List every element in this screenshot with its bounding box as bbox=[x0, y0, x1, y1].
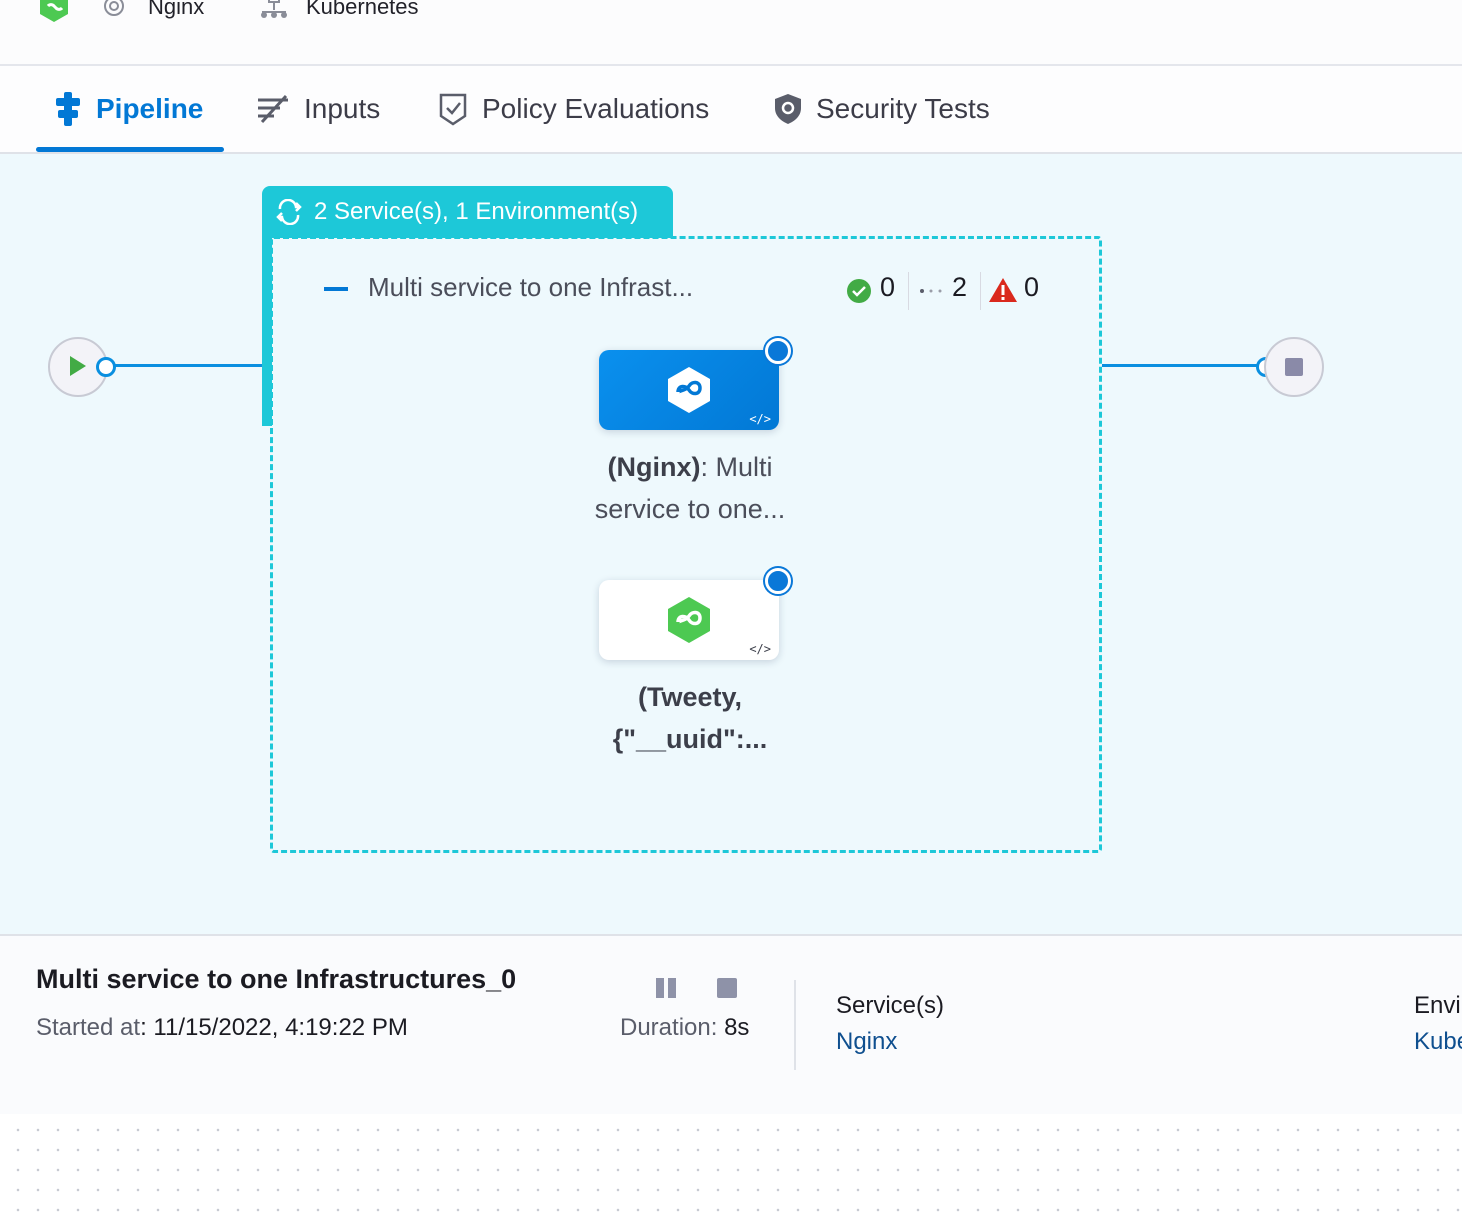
gear-icon bbox=[104, 0, 124, 16]
pipeline-icon bbox=[56, 92, 80, 126]
cluster-icon bbox=[261, 0, 287, 18]
pause-icon[interactable] bbox=[656, 978, 664, 998]
end-connector bbox=[1102, 364, 1262, 367]
inputs-icon bbox=[258, 94, 288, 124]
step-node-tweety[interactable]: </> bbox=[599, 580, 779, 660]
tab-policy-evaluations[interactable]: Policy Evaluations bbox=[438, 66, 709, 152]
code-icon: </> bbox=[749, 642, 771, 656]
breadcrumb-deployment-type[interactable]: Kubernetes bbox=[306, 0, 419, 19]
success-count: 0 bbox=[880, 272, 896, 302]
stage-title: Multi service to one Infrastructures_0 bbox=[36, 964, 517, 994]
tab-inputs-label: Inputs bbox=[304, 93, 381, 124]
tab-security-tests[interactable]: Security Tests bbox=[774, 66, 990, 152]
end-node[interactable] bbox=[1264, 337, 1324, 397]
running-dots-icon bbox=[920, 289, 942, 293]
success-check-icon bbox=[847, 279, 871, 303]
execution-tabs: Pipeline Inputs Policy Evaluations Secur… bbox=[0, 66, 1462, 154]
play-icon bbox=[70, 356, 86, 376]
pause-icon[interactable] bbox=[668, 978, 676, 998]
details-divider bbox=[794, 980, 796, 1070]
duration: Duration: 8s bbox=[620, 1014, 750, 1041]
active-tab-indicator bbox=[36, 147, 224, 152]
shield-icon bbox=[775, 94, 801, 124]
service-hexagon-icon bbox=[40, 0, 68, 22]
stop-icon bbox=[1285, 358, 1303, 376]
service-hexagon-icon bbox=[668, 597, 710, 643]
pipeline-canvas[interactable] bbox=[0, 154, 1462, 934]
warning-icon bbox=[989, 278, 1017, 302]
tab-security-tests-label: Security Tests bbox=[816, 93, 990, 124]
environment-link[interactable]: Kube bbox=[1414, 1028, 1462, 1055]
matrix-group-container bbox=[270, 236, 1102, 853]
matrix-group-header[interactable]: 2 Service(s), 1 Environment(s) bbox=[262, 186, 673, 238]
loop-icon bbox=[276, 199, 302, 225]
tab-policy-evaluations-label: Policy Evaluations bbox=[482, 93, 710, 124]
collapse-icon[interactable] bbox=[324, 287, 348, 291]
step-label-tweety: (Tweety, {"__uuid":... bbox=[612, 682, 768, 754]
tab-pipeline[interactable]: Pipeline bbox=[54, 66, 203, 152]
environment-label: Envi bbox=[1414, 992, 1461, 1019]
count-separator bbox=[980, 272, 981, 310]
top-breadcrumb-bar: Nginx Kubernetes bbox=[0, 0, 1462, 66]
step-status-indicator bbox=[765, 338, 791, 364]
tab-pipeline-label: Pipeline bbox=[96, 93, 204, 124]
started-at: Started at: 11/15/2022, 4:19:22 PM bbox=[36, 1014, 408, 1041]
policy-check-icon bbox=[439, 93, 467, 126]
count-separator bbox=[908, 272, 909, 310]
start-connector bbox=[114, 364, 264, 367]
services-label: Service(s) bbox=[836, 992, 945, 1019]
stop-icon[interactable] bbox=[717, 978, 737, 998]
dotted-canvas-background bbox=[0, 1114, 1462, 1228]
start-port bbox=[96, 357, 116, 377]
stage-details-panel: Multi service to one Infrastructures_0 S… bbox=[0, 934, 1462, 1116]
code-icon: </> bbox=[749, 412, 771, 426]
step-status-indicator bbox=[765, 568, 791, 594]
failed-count: 0 bbox=[1024, 272, 1040, 302]
matrix-group-label: 2 Service(s), 1 Environment(s) bbox=[314, 198, 639, 225]
services-link[interactable]: Nginx bbox=[836, 1028, 898, 1055]
stage-name: Multi service to one Infrast... bbox=[368, 272, 694, 302]
tab-inputs[interactable]: Inputs bbox=[256, 66, 380, 152]
step-node-nginx[interactable]: </> bbox=[599, 350, 779, 430]
running-count: 2 bbox=[952, 272, 968, 302]
step-label-nginx: (Nginx): Multi service to one... bbox=[594, 452, 786, 524]
breadcrumb-service[interactable]: Nginx bbox=[148, 0, 205, 19]
service-hexagon-icon bbox=[668, 367, 710, 413]
matrix-group-strip bbox=[262, 234, 272, 426]
